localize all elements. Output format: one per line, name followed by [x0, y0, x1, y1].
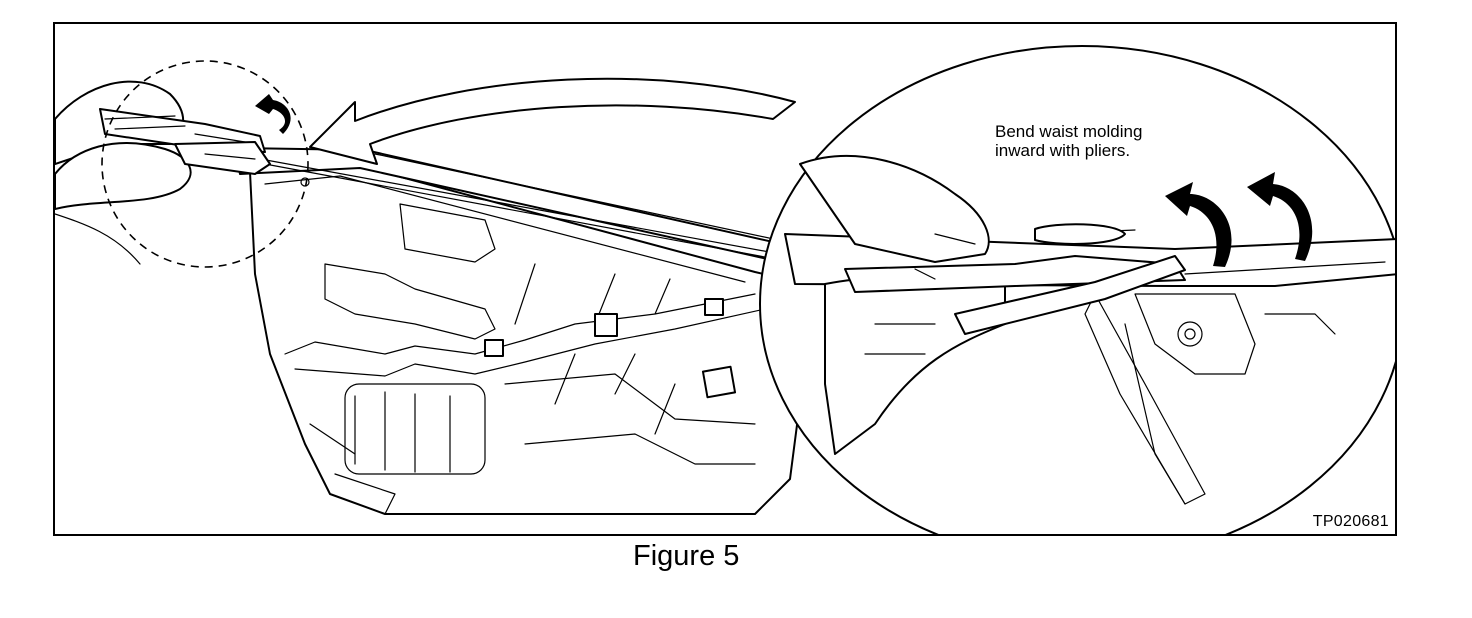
bend-arrow-icon-2 [1247, 172, 1313, 261]
left-hands-with-pliers [55, 80, 271, 265]
waist-molding [234, 147, 836, 275]
bend-arrow-icon-1 [1165, 182, 1232, 267]
callout-line-2: inward with pliers. [995, 141, 1131, 160]
door-panel [249, 161, 816, 515]
callout-line-1: Bend waist molding [995, 122, 1143, 141]
figure-frame: Bend waist molding inward with pliers. T… [53, 22, 1397, 536]
zoom-detail [784, 154, 1395, 505]
callout-text: Bend waist molding inward with pliers. [995, 122, 1235, 160]
door-illustration [55, 45, 1395, 534]
detail-circle [101, 60, 309, 268]
figure-caption: Figure 5 [633, 540, 740, 572]
callout-pointer-arrow-icon [309, 77, 796, 165]
curved-arrow-icon [255, 94, 291, 134]
reference-code: TP020681 [1312, 513, 1389, 530]
